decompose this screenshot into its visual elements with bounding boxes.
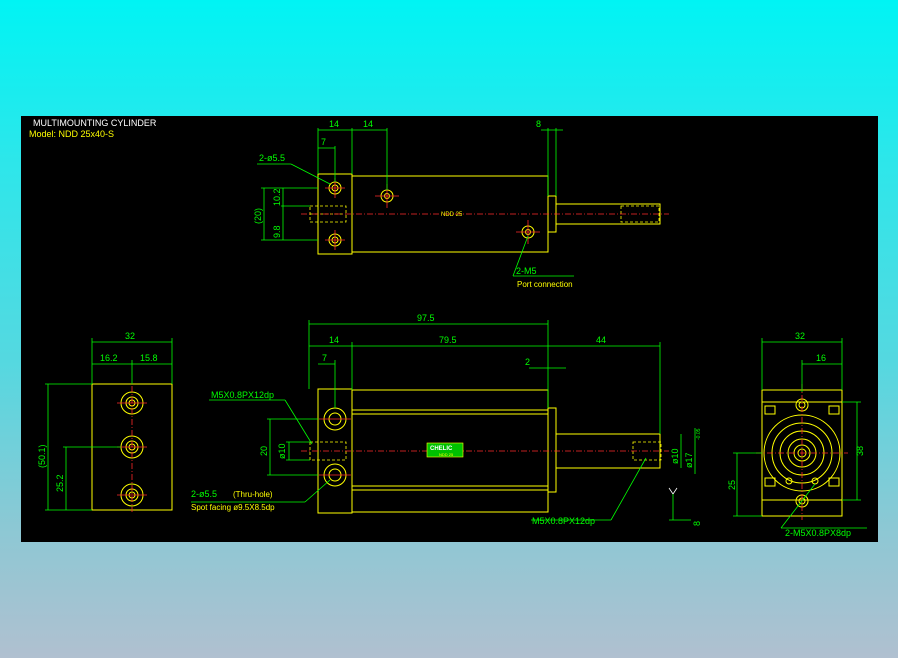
left-dim-32: 32 <box>125 331 135 341</box>
right-note-thread: 2-M5X0.8PX8dp <box>785 528 851 538</box>
front-dim-975: 97.5 <box>417 313 435 323</box>
right-dim-32: 32 <box>795 331 805 341</box>
top-dim-98: 9.8 <box>272 225 282 238</box>
right-dim-25: 25 <box>727 480 737 490</box>
top-note-holes: 2-ø5.5 <box>259 153 285 163</box>
front-note-holes-1b: (Thru-hole) <box>233 490 273 499</box>
front-view: CHELIC NDD 25 97.5 14 79.5 44 7 2 20 ø10… <box>191 313 702 526</box>
model-label: Model: NDD 25x40-S <box>29 129 114 139</box>
top-note-port: 2-M5 <box>516 266 537 276</box>
front-dim-7: 7 <box>322 353 327 363</box>
front-dim-phi17-tol: -0.05 <box>696 428 702 440</box>
right-dim-38: 38 <box>855 446 865 456</box>
drawing-area: MULTIMOUNTING CYLINDER Model: NDD 25x40-… <box>21 116 878 542</box>
front-dim-8: 8 <box>692 521 702 526</box>
brand-label: CHELIC <box>430 446 453 452</box>
front-dim-795: 79.5 <box>439 335 457 345</box>
front-dim-phi10-left: ø10 <box>277 443 287 459</box>
front-dim-2: 2 <box>525 357 530 367</box>
top-note-port-sub: Port connection <box>517 280 573 289</box>
front-dim-20: 20 <box>259 446 269 456</box>
front-dim-phi10-right: ø10 <box>670 448 680 464</box>
left-dim-162: 16.2 <box>100 353 118 363</box>
front-note-holes-2: Spot facing ø9.5X8.5dp <box>191 503 275 512</box>
right-view: 32 16 38 25 2-M5X0.8PX8dp <box>727 331 867 538</box>
plate-model: NDD 25 <box>439 452 454 457</box>
front-dim-44: 44 <box>596 335 606 345</box>
top-dim-14b: 14 <box>363 119 373 129</box>
body-mark: NDD 25 <box>441 212 463 218</box>
front-dim-14: 14 <box>329 335 339 345</box>
left-dim-501: (50.1) <box>37 444 47 468</box>
top-dim-8: 8 <box>536 119 541 129</box>
front-note-thread-right: M5X0.8PX12dp <box>532 516 595 526</box>
right-dim-16: 16 <box>816 353 826 363</box>
top-dim-14a: 14 <box>329 119 339 129</box>
left-view: 32 16.2 15.8 (50.1) 25.2 <box>37 331 173 512</box>
front-note-thread-left: M5X0.8PX12dp <box>211 390 274 400</box>
top-view: NDD 25 14 14 8 7 2-ø5.5 (20) 9.8 10.2 2-… <box>253 119 669 289</box>
top-dim-102: 10.2 <box>272 188 282 206</box>
left-dim-252: 25.2 <box>55 474 65 492</box>
top-dim-20: (20) <box>253 208 263 224</box>
front-dim-phi17: ø17 <box>684 452 694 468</box>
front-note-holes-1: 2-ø5.5 <box>191 489 217 499</box>
left-dim-158: 15.8 <box>140 353 158 363</box>
drawing-title: MULTIMOUNTING CYLINDER <box>33 118 157 128</box>
top-dim-7: 7 <box>321 137 326 147</box>
